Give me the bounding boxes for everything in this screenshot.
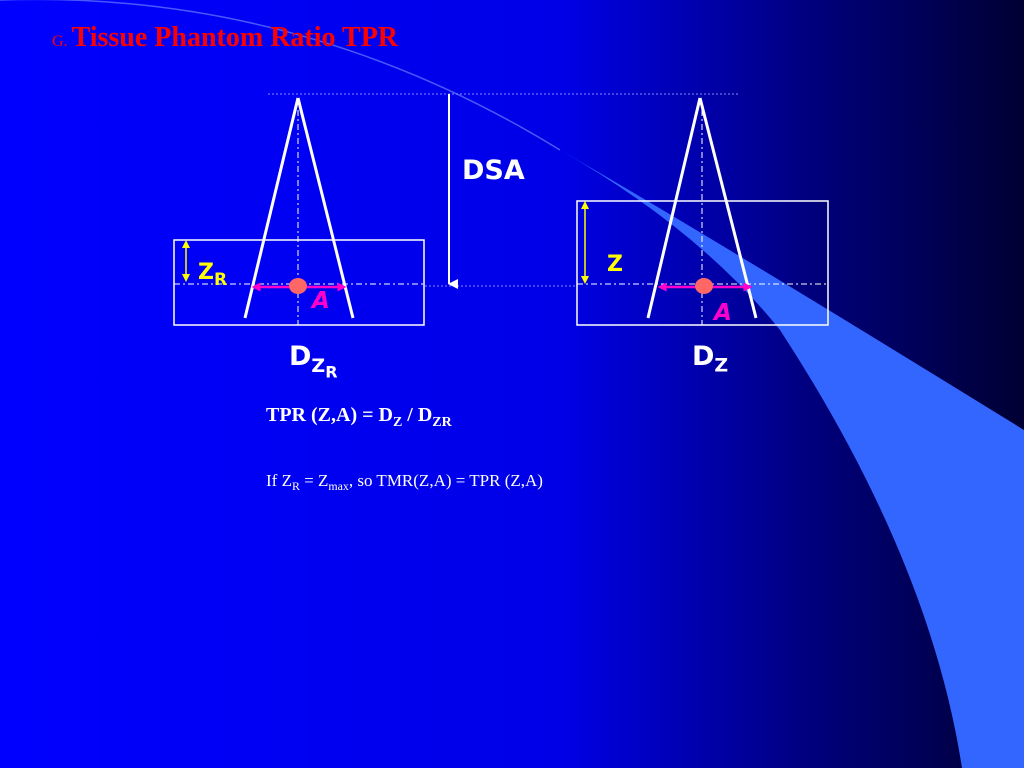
formula-sub1: Z [392, 414, 403, 430]
tpr-formula: TPR (Z,A) = DZ / DZR [266, 404, 452, 430]
slide-title: G. Tissue Phantom Ratio TPR [52, 22, 398, 54]
right-beam-edge [646, 97, 702, 319]
left-field-label: A [312, 288, 330, 314]
left-beam-edge [296, 97, 355, 319]
left-dose-label: DZR [289, 341, 338, 380]
decorative-swoosh [560, 150, 1024, 768]
note-part1: If Z [266, 471, 292, 490]
formula-mid: / D [402, 404, 433, 426]
right-dose-symbol: D [692, 341, 715, 372]
right-dose-point [695, 278, 713, 294]
left-depth-symbol: Z [198, 260, 214, 285]
note-part2: = Z [299, 471, 329, 490]
note-sub2: max [328, 479, 349, 494]
right-dose-label: DZ [692, 341, 728, 375]
right-beam-edge [698, 97, 758, 319]
title-prefix: G. [52, 33, 68, 50]
left-depth-label: ZR [198, 260, 227, 289]
right-field-label: A [714, 300, 732, 326]
left-dose-subscript: ZR [311, 354, 338, 382]
title-text: Tissue Phantom Ratio TPR [71, 22, 399, 53]
formula-lhs: TPR (Z,A) = D [266, 404, 393, 426]
right-phantom [576, 97, 829, 326]
dsa-label: DSA [462, 155, 525, 186]
note-part3: , so TMR(Z,A) = TPR (Z,A) [348, 471, 543, 490]
left-phantom-box [173, 239, 425, 326]
left-phantom [173, 97, 425, 326]
left-dose-subscript-sub: R [325, 362, 338, 382]
right-dose-subscript: Z [714, 354, 729, 377]
left-beam-edge [243, 97, 300, 319]
right-depth-label: Z [607, 252, 623, 277]
swoosh-highlight-line [0, 0, 561, 151]
left-depth-subscript: R [213, 269, 228, 290]
left-dose-symbol: D [289, 341, 312, 372]
formula-sub2: ZR [432, 414, 452, 430]
note-sub1: R [291, 479, 300, 494]
left-dose-point [289, 278, 307, 294]
tmr-note: If ZR = Zmax, so TMR(Z,A) = TPR (Z,A) [266, 471, 543, 494]
